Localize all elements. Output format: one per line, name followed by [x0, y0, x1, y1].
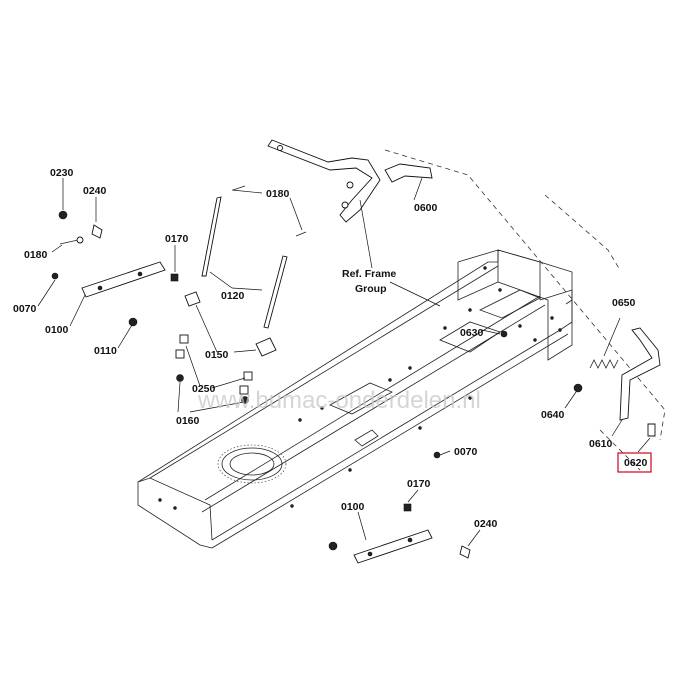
label-0600: 0600	[414, 202, 438, 214]
steering-linkage	[267, 139, 433, 223]
assembly-dashed-lines	[384, 149, 666, 471]
left-hardware	[51, 210, 179, 327]
watermark-text: www.bumac-onderdelen.nl	[197, 387, 481, 414]
rods	[175, 185, 307, 404]
ref-frame-label-line2: Group	[355, 283, 387, 295]
label-0070-mid: 0070	[454, 446, 478, 458]
label-0100-bottom: 0100	[341, 501, 365, 513]
part-labels: 0230 0240 0180 0170 0180 0070 0100 0110 …	[13, 167, 648, 530]
label-0630: 0630	[460, 327, 484, 339]
label-0230: 0230	[50, 167, 74, 179]
main-frame	[137, 249, 573, 549]
label-0070-left: 0070	[13, 303, 37, 315]
label-0120: 0120	[221, 290, 245, 302]
label-0160: 0160	[176, 415, 200, 427]
label-0640: 0640	[541, 409, 565, 421]
label-0180-left: 0180	[24, 249, 48, 261]
label-0100-left: 0100	[45, 324, 69, 336]
label-0170-bottom: 0170	[407, 478, 431, 490]
label-0110: 0110	[94, 345, 117, 357]
label-0180-top: 0180	[266, 188, 290, 200]
highlight-box-0620	[617, 452, 652, 473]
label-0620: 0620	[624, 457, 648, 469]
label-0240-top: 0240	[83, 185, 107, 197]
label-0240-bottom: 0240	[474, 518, 498, 530]
leader-lines	[37, 177, 651, 547]
label-0650: 0650	[612, 297, 636, 309]
right-hardware	[328, 327, 661, 564]
label-0610: 0610	[589, 438, 613, 450]
label-0250: 0250	[192, 383, 216, 395]
label-0150: 0150	[205, 349, 229, 361]
ref-frame-label-line1: Ref. Frame	[342, 268, 396, 280]
label-0170-top: 0170	[165, 233, 189, 245]
